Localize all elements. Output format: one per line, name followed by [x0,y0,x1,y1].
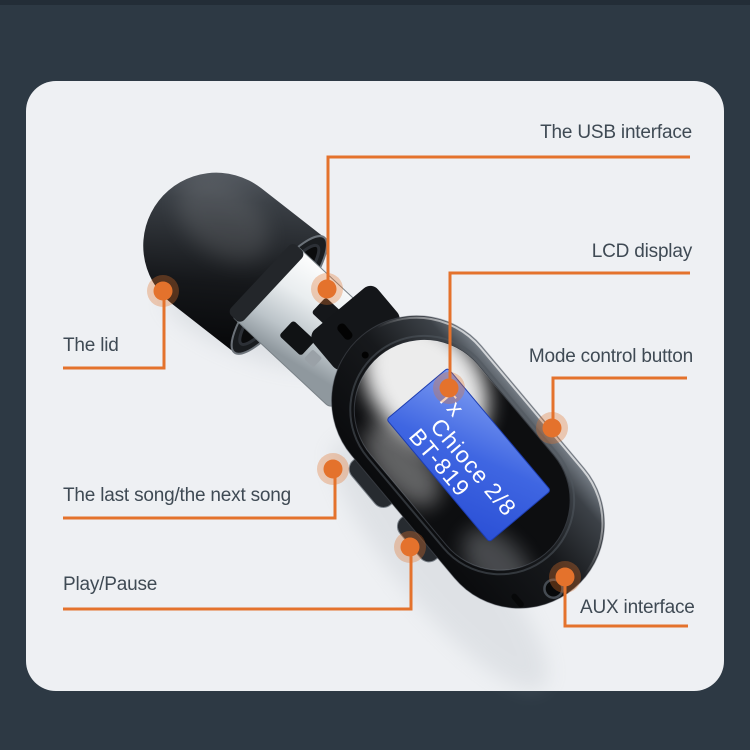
usb-plug-hole [280,321,315,355]
aux-callout-line [563,577,688,628]
label-lcd-display: LCD display [591,241,692,262]
last-next-marker-dot [317,453,349,485]
label-aux-interface: AUX interface [580,597,695,618]
label-the-lid: The lid [63,335,119,356]
mic-hole [361,351,369,359]
label-last-next-song: The last song/the next song [63,485,292,506]
label-play-pause: Play/Pause [63,574,158,595]
top-strip [0,0,750,5]
device-body: Tx Chioce 2/8 BT-819 [311,285,605,609]
aux-marker-dot [549,561,581,593]
play-pause-callout-line [63,547,413,611]
last-next-callout-line [63,470,337,520]
usb-callout-line [326,155,690,289]
mode-callout-line [551,376,687,428]
lid-callout-line [63,291,166,370]
usb-marker-dot [311,273,343,305]
label-usb-interface: The USB interface [540,122,692,143]
lcd-marker-dot [433,372,465,404]
play-pause-marker-dot [394,531,426,563]
lid-marker-dot [147,275,179,307]
marker-dots [147,273,581,593]
mode-marker-dot [536,412,568,444]
lcd-callout-line [448,271,690,388]
label-mode-control-button: Mode control button [528,346,693,367]
usb-plug-tip [229,244,304,322]
